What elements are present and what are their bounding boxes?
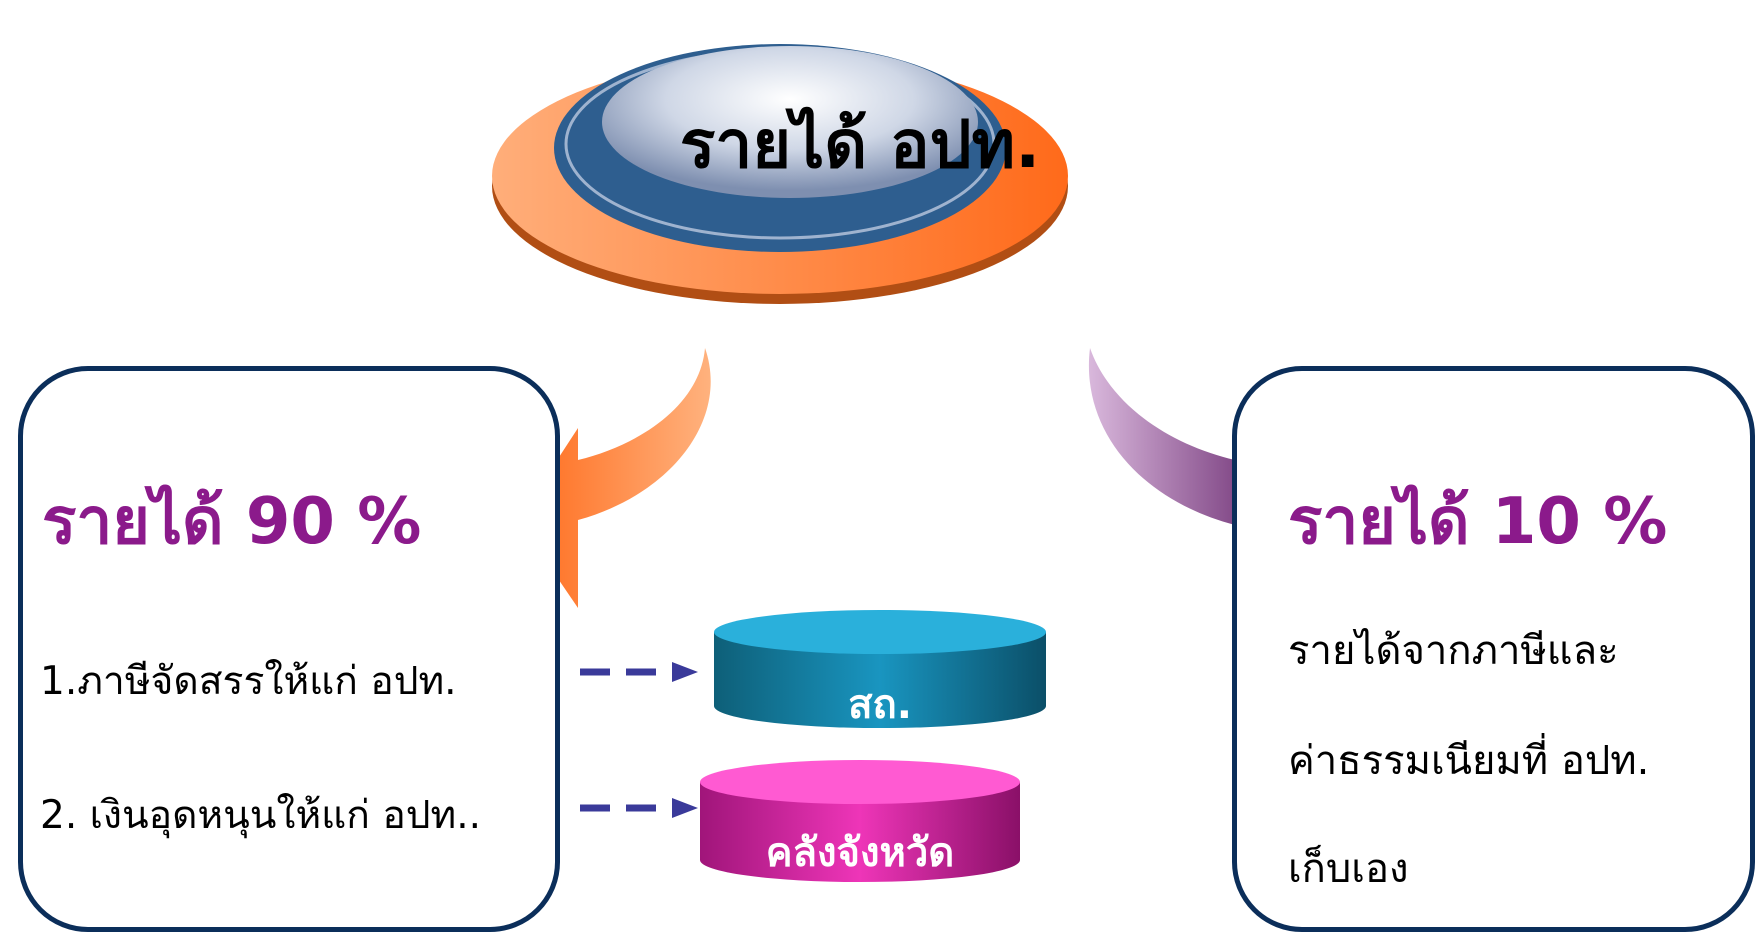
left-panel: [18, 366, 560, 932]
left-panel-item-2: 2. เงินอุดหนุนให้แก่ อปท..: [40, 793, 481, 838]
dashed-arrow-2: [580, 798, 698, 818]
cylinder-provincial-treasury: [700, 760, 1020, 882]
left-panel-heading: รายได้ 90 %: [42, 485, 422, 559]
left-panel-item-1: 1.ภาษีจัดสรรให้แก่ อปท.: [40, 659, 457, 704]
right-panel-line-2: ค่าธรรมเนียมที่ อปท.: [1288, 738, 1650, 784]
cylinder-sto: [714, 610, 1046, 728]
right-panel-line-3: เก็บเอง: [1288, 846, 1409, 892]
orange-arrow: [518, 348, 711, 608]
target-label-sto: สถ.: [848, 682, 912, 728]
purple-arrow: [1088, 348, 1280, 608]
right-panel-line-1: รายได้จากภาษีและ: [1288, 628, 1619, 674]
dashed-arrow-1: [580, 662, 698, 682]
center-ellipse: [492, 44, 1068, 304]
target-label-provincial-treasury: คลังจังหวัด: [765, 830, 955, 876]
right-panel: [1232, 366, 1755, 932]
right-panel-heading: รายได้ 10 %: [1288, 485, 1668, 559]
center-title: รายได้ อปท.: [679, 106, 1041, 183]
